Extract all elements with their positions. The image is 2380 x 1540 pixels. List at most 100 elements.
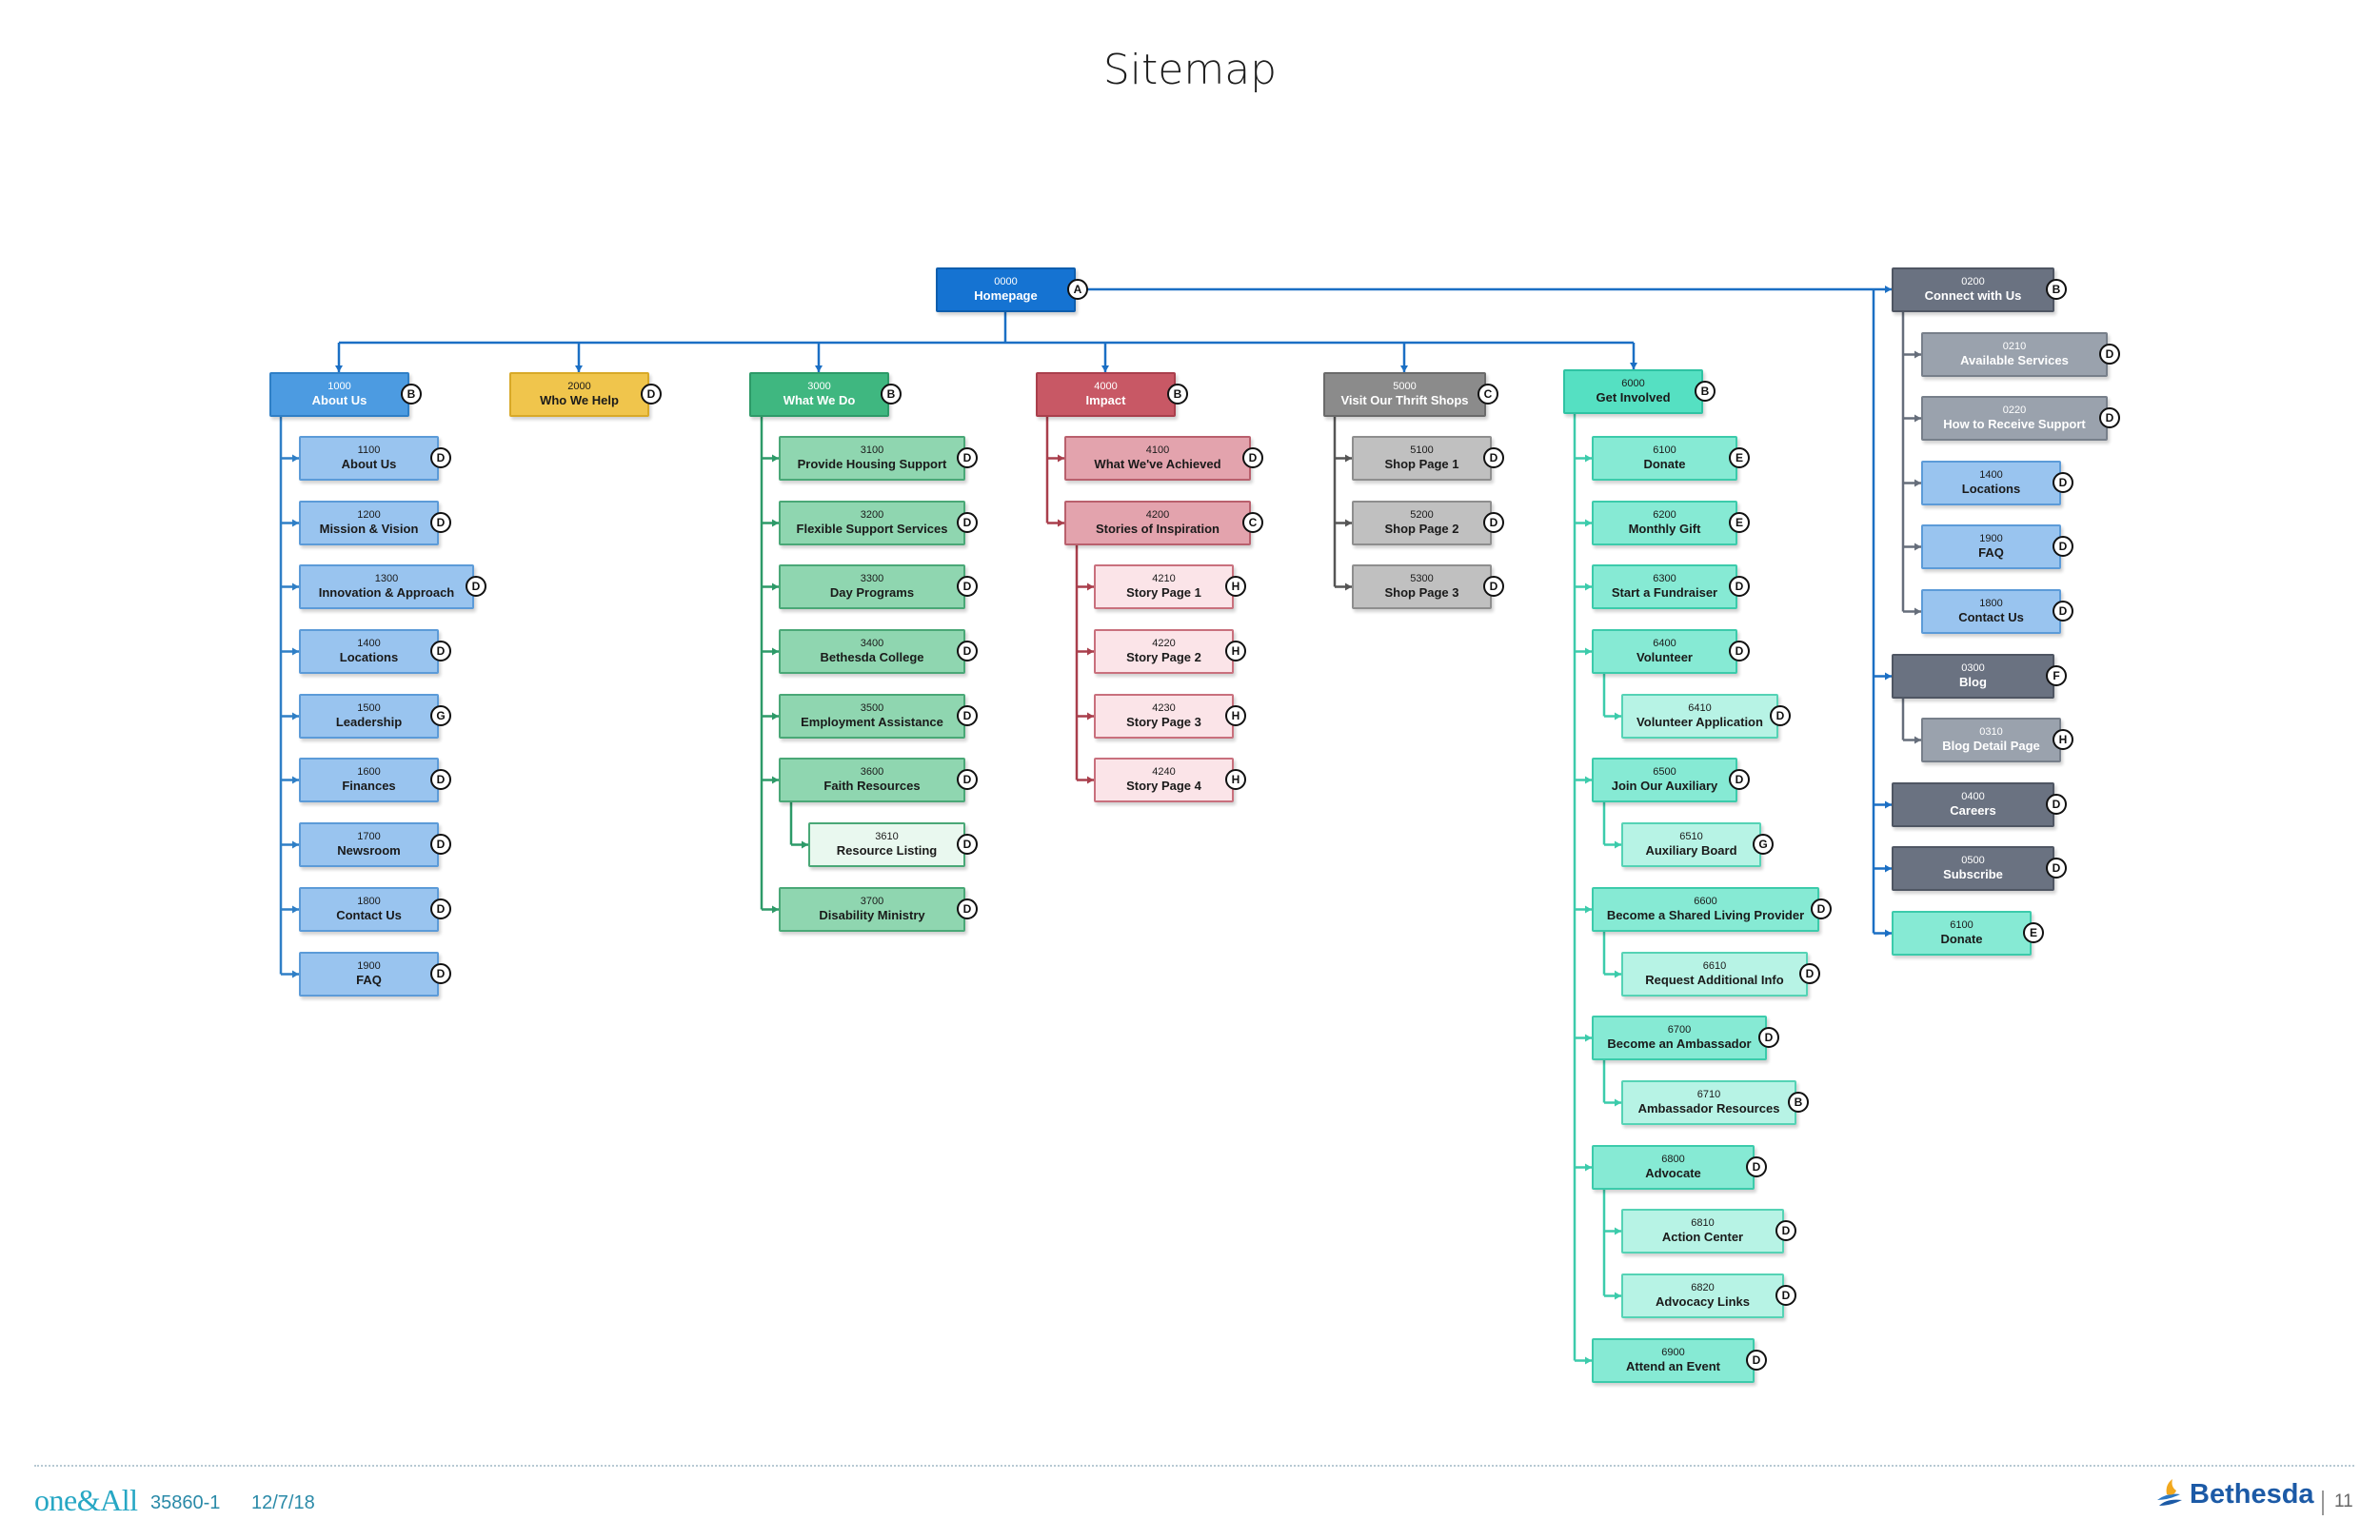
node-code: 1100 bbox=[357, 444, 381, 456]
node-label: Shop Page 2 bbox=[1384, 522, 1459, 537]
node-label: Stories of Inspiration bbox=[1095, 522, 1220, 537]
node-code: 4200 bbox=[1145, 508, 1170, 521]
node-code: 1800 bbox=[357, 895, 381, 907]
node-label: Story Page 1 bbox=[1126, 585, 1201, 601]
connector-arrow bbox=[1615, 712, 1621, 721]
connector-arrow bbox=[1585, 1163, 1592, 1172]
node-label: What We Do bbox=[783, 393, 856, 408]
connector-arrow bbox=[1400, 365, 1408, 372]
node-label: Volunteer bbox=[1636, 650, 1693, 665]
connector-arrow bbox=[1585, 454, 1592, 463]
connector-arrow bbox=[1615, 1098, 1621, 1107]
template-badge-4000: B bbox=[1167, 384, 1188, 405]
connector-arrow bbox=[772, 582, 779, 591]
node-code: 6410 bbox=[1688, 701, 1712, 714]
template-badge-6610: D bbox=[1799, 963, 1820, 984]
template-badge-1200: D bbox=[430, 512, 451, 533]
connector-arrow bbox=[1615, 840, 1621, 849]
template-badge-4230: H bbox=[1225, 705, 1246, 726]
node-code: 6500 bbox=[1653, 765, 1676, 778]
node-code: 1400 bbox=[357, 637, 381, 649]
template-badge-1900: D bbox=[430, 963, 451, 984]
template-badge-1100: D bbox=[430, 447, 451, 468]
template-badge-6200: E bbox=[1729, 512, 1750, 533]
connector-arrow bbox=[1630, 363, 1637, 369]
node-code: 4210 bbox=[1152, 572, 1176, 584]
node-label: Locations bbox=[339, 650, 399, 665]
connector-arrow bbox=[292, 647, 299, 656]
node-code: 3000 bbox=[807, 380, 831, 392]
node-label: Become an Ambassador bbox=[1607, 1037, 1752, 1052]
node-code: 1400 bbox=[1979, 468, 2003, 481]
node-code: 4100 bbox=[1145, 444, 1170, 456]
node-label: Advocate bbox=[1645, 1166, 1701, 1181]
connector-arrow bbox=[1585, 776, 1592, 784]
template-badge-6800: D bbox=[1746, 1156, 1767, 1177]
template-badge-3000: B bbox=[881, 384, 902, 405]
node-code: 6900 bbox=[1661, 1346, 1685, 1358]
connector-arrow bbox=[292, 970, 299, 978]
brand-wordmark: one&All bbox=[34, 1483, 138, 1517]
connector-arrow bbox=[292, 454, 299, 463]
node-label: Who We Help bbox=[540, 393, 619, 408]
node-code: 6300 bbox=[1653, 572, 1676, 584]
node-label: Locations bbox=[1961, 482, 2021, 497]
node-label: Action Center bbox=[1661, 1230, 1744, 1245]
connector-arrow bbox=[772, 776, 779, 784]
node-code: 1800 bbox=[1979, 597, 2003, 609]
connector-arrow bbox=[802, 840, 808, 849]
node-label: Employment Assistance bbox=[801, 715, 943, 730]
node-label: Mission & Vision bbox=[319, 522, 419, 537]
node-label: Day Programs bbox=[829, 585, 915, 601]
node-label: Disability Ministry bbox=[819, 908, 925, 923]
connector-arrow bbox=[1885, 672, 1892, 681]
template-badge-3700: D bbox=[957, 898, 978, 919]
node-label: FAQ bbox=[356, 973, 382, 988]
template-badge-4100: D bbox=[1242, 447, 1263, 468]
node-code: 3700 bbox=[860, 895, 884, 907]
connector-arrow bbox=[1615, 1227, 1621, 1235]
bethesda-flame-icon bbox=[2157, 1479, 2182, 1506]
bethesda-logo: Bethesda bbox=[2153, 1477, 2314, 1511]
template-badge-4200: C bbox=[1242, 512, 1263, 533]
node-code: 3200 bbox=[860, 508, 884, 521]
template-badge-2000: D bbox=[641, 384, 662, 405]
connector-arrow bbox=[1087, 647, 1094, 656]
template-badge-1300: D bbox=[466, 576, 486, 597]
node-code: 6200 bbox=[1653, 508, 1676, 521]
template-badge-6710: B bbox=[1788, 1092, 1809, 1113]
node-label: Shop Page 1 bbox=[1384, 457, 1459, 472]
page-number-separator bbox=[2322, 1491, 2324, 1515]
document-date: 12/7/18 bbox=[251, 1492, 315, 1513]
node-code: 1500 bbox=[357, 701, 381, 714]
node-label: Advocacy Links bbox=[1656, 1294, 1750, 1310]
node-label: About Us bbox=[311, 393, 367, 408]
template-badge-3100: D bbox=[957, 447, 978, 468]
node-code: 0210 bbox=[2002, 340, 2027, 352]
node-label: Volunteer Application bbox=[1636, 715, 1763, 730]
node-label: FAQ bbox=[1978, 545, 2004, 561]
node-code: 6800 bbox=[1661, 1153, 1685, 1165]
node-code: 1200 bbox=[357, 508, 381, 521]
